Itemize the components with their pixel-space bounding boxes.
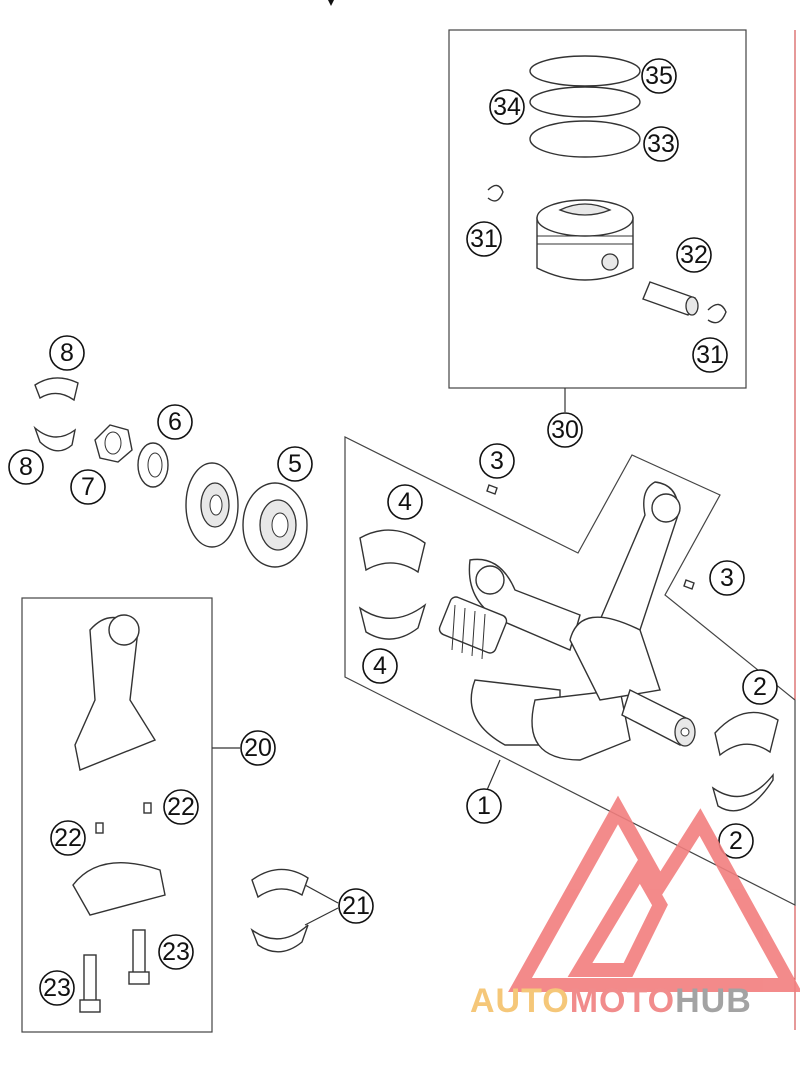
piston xyxy=(536,199,634,281)
svg-text:20: 20 xyxy=(244,734,272,762)
piston-kit-group xyxy=(448,29,747,412)
conrod-rear-small-end xyxy=(651,493,681,523)
watermark-text-moto: MOTO xyxy=(570,982,675,1020)
gear-5 xyxy=(242,482,308,568)
svg-text:22: 22 xyxy=(167,793,195,821)
callout-22-left[interactable]: 22 xyxy=(50,820,86,856)
svg-text:31: 31 xyxy=(696,341,724,369)
callout-32[interactable]: 32 xyxy=(676,237,712,273)
dowel-3-top xyxy=(486,484,498,495)
conrod-cap xyxy=(72,862,166,916)
callout-33[interactable]: 33 xyxy=(643,126,679,162)
dowel-22-right xyxy=(143,802,152,814)
conrod-assembly-group xyxy=(21,597,240,1033)
callout-23-left[interactable]: 23 xyxy=(39,970,75,1006)
svg-text:AUTOMOTOHUB: AUTOMOTOHUB xyxy=(470,982,752,1020)
callout-8-bottom[interactable]: 8 xyxy=(8,449,44,485)
callout-7[interactable]: 7 xyxy=(70,469,106,505)
dowel-3-right xyxy=(683,579,695,590)
piston-ring-35 xyxy=(529,55,641,87)
bolt-23-right xyxy=(128,929,150,985)
svg-text:8: 8 xyxy=(19,453,33,481)
svg-text:5: 5 xyxy=(288,450,302,478)
callout-31-left[interactable]: 31 xyxy=(466,221,502,257)
callout-4-bottom[interactable]: 4 xyxy=(362,648,398,684)
callout-6[interactable]: 6 xyxy=(157,404,193,440)
watermark-logo: AUTOMOTOHUB xyxy=(470,795,800,1020)
piston-ring-34 xyxy=(529,86,641,118)
svg-text:2: 2 xyxy=(753,673,767,701)
crank-web-3 xyxy=(569,616,661,701)
circlip-31-right xyxy=(707,303,727,324)
callout-3-right[interactable]: 3 xyxy=(709,560,745,596)
callout-8-top[interactable]: 8 xyxy=(49,335,85,371)
watermark-triangle xyxy=(508,795,800,992)
watermark-text-auto: AUTO xyxy=(470,982,570,1020)
crank-output-shaft xyxy=(621,689,696,747)
main-bearing-2 xyxy=(711,711,779,812)
piston-ring-33 xyxy=(529,120,641,158)
callout-1[interactable]: 1 xyxy=(466,788,502,824)
svg-text:4: 4 xyxy=(373,652,387,680)
callout-30[interactable]: 30 xyxy=(547,412,583,448)
svg-text:1: 1 xyxy=(477,792,491,820)
svg-text:33: 33 xyxy=(647,130,675,158)
crank-left-journal xyxy=(438,596,508,660)
crank-web-2 xyxy=(531,689,631,761)
callout-2-bottom[interactable]: 2 xyxy=(718,823,754,859)
bearing-shells-8 xyxy=(33,377,79,452)
svg-text:8: 8 xyxy=(60,339,74,367)
sprocket-gear xyxy=(185,462,239,548)
callout-4-top[interactable]: 4 xyxy=(387,484,423,520)
svg-text:2: 2 xyxy=(729,827,743,855)
svg-text:7: 7 xyxy=(81,473,95,501)
svg-text:34: 34 xyxy=(493,93,521,121)
main-bearing-4 xyxy=(358,529,427,640)
callout-31-right[interactable]: 31 xyxy=(692,337,728,373)
svg-text:23: 23 xyxy=(43,974,71,1002)
piston-pin-32 xyxy=(642,281,699,316)
svg-text:32: 32 xyxy=(680,241,708,269)
conrod-bearing-21 xyxy=(250,868,339,953)
conrod-front-small-end xyxy=(475,565,505,595)
callout-23-right[interactable]: 23 xyxy=(158,934,194,970)
svg-text:3: 3 xyxy=(720,564,734,592)
callout-22-right[interactable]: 22 xyxy=(163,789,199,825)
watermark-text-hub: HUB xyxy=(675,982,752,1020)
callout-5[interactable]: 5 xyxy=(277,446,313,482)
svg-text:3: 3 xyxy=(490,447,504,475)
conrod-assembly-box xyxy=(21,597,213,1033)
svg-text:30: 30 xyxy=(551,416,579,444)
cropped-title-fragment xyxy=(328,0,334,6)
bolt-23-left xyxy=(79,954,101,1013)
circlip-31-left xyxy=(487,184,504,202)
svg-text:31: 31 xyxy=(470,225,498,253)
callout-21[interactable]: 21 xyxy=(338,888,374,924)
callout-20[interactable]: 20 xyxy=(240,730,276,766)
dowel-22-left xyxy=(95,822,104,834)
svg-text:21: 21 xyxy=(342,892,370,920)
callout-34[interactable]: 34 xyxy=(489,89,525,125)
svg-text:35: 35 xyxy=(645,62,673,90)
crankshaft-group xyxy=(344,436,796,906)
callout-3-top[interactable]: 3 xyxy=(479,443,515,479)
callout-35[interactable]: 35 xyxy=(641,58,677,94)
svg-text:6: 6 xyxy=(168,408,182,436)
washer-6 xyxy=(137,442,169,488)
leader-1 xyxy=(486,759,501,791)
nut-7 xyxy=(94,424,133,463)
conrod-detail-small-end xyxy=(108,614,140,646)
crankshaft-outline-box xyxy=(344,436,796,906)
svg-text:23: 23 xyxy=(162,938,190,966)
svg-text:4: 4 xyxy=(398,488,412,516)
callout-2-top[interactable]: 2 xyxy=(742,669,778,705)
svg-text:22: 22 xyxy=(54,824,82,852)
piston-kit-box xyxy=(448,29,747,389)
